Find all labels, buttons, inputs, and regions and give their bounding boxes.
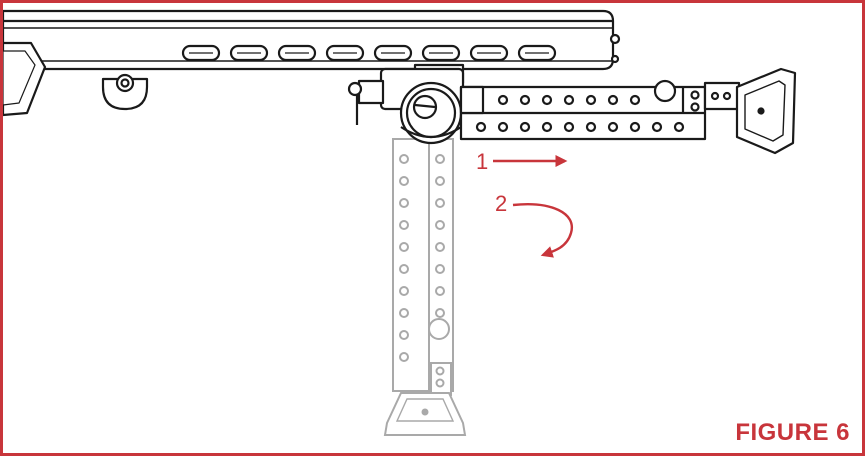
figure-label: FIGURE 6 <box>735 419 850 446</box>
bipod-leg-deployed <box>383 138 467 436</box>
step-1-number: 1 <box>476 149 489 174</box>
rifle-barrel-illustration <box>3 9 621 117</box>
bipod-leg-folded <box>459 67 797 155</box>
step-2-number: 2 <box>495 191 508 216</box>
bipod-diagram <box>3 9 797 436</box>
bipod-mount <box>347 63 465 145</box>
curved-arrow-icon <box>512 203 574 258</box>
